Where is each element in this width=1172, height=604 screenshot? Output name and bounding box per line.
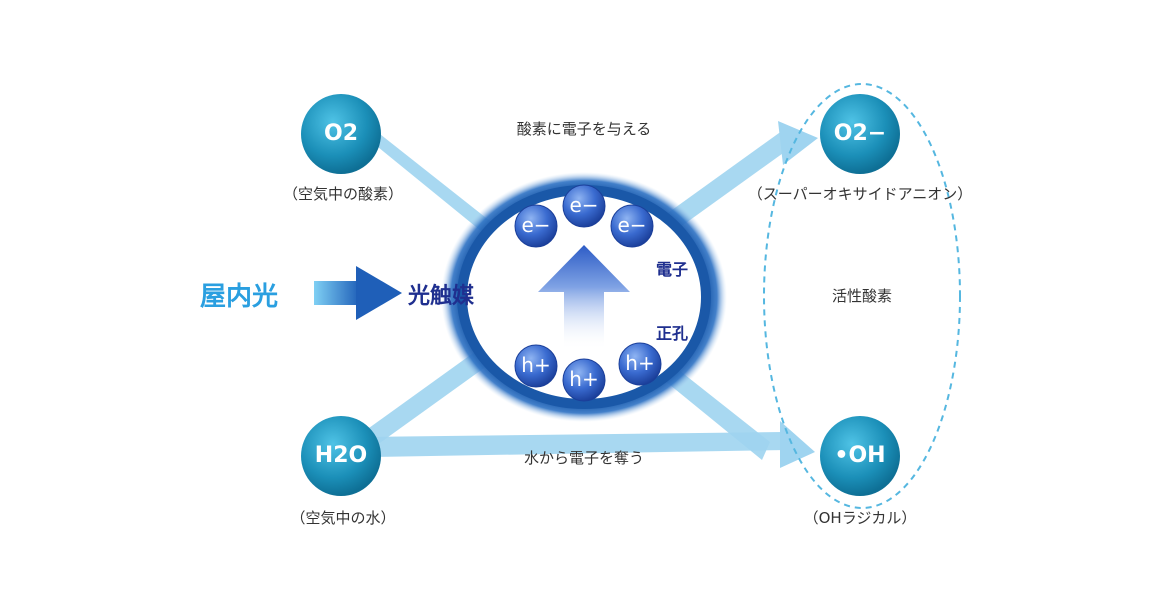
- hole-particle: [562, 358, 606, 402]
- hole-symbol: h+: [625, 351, 655, 375]
- superoxide-caption: （スーパーオキサイドアニオン）: [747, 185, 973, 203]
- arrow-h2o-to-hydroxyl: [365, 432, 788, 457]
- hydroxyl-molecule: [820, 416, 900, 496]
- hydroxyl-caption: （OHラジカル）: [803, 509, 917, 527]
- hole-label: 正孔: [656, 324, 689, 343]
- electron-label: 電子: [656, 260, 689, 279]
- active-oxygen-group: [763, 83, 961, 509]
- hole-particle: [514, 344, 558, 388]
- superoxide-molecule: [820, 94, 900, 174]
- h2o-caption: （空気中の水）: [290, 509, 396, 527]
- o2-molecule: [301, 94, 381, 174]
- h2o-molecule: [301, 416, 381, 496]
- bottom-arrow-label: 水から電子を奪う: [523, 449, 645, 467]
- top-arrow-label: 酸素に電子を与える: [516, 120, 652, 138]
- o2-formula: O2: [323, 121, 359, 146]
- electron-particle: [562, 184, 606, 228]
- arrow-superoxide-head: [778, 121, 818, 165]
- electron-particle: [514, 204, 558, 248]
- hole-particle: [618, 342, 662, 386]
- arrow-h2o-head: [780, 421, 815, 468]
- hole-symbol: h+: [569, 367, 599, 391]
- active-oxygen-label: 活性酸素: [831, 287, 893, 305]
- excitation-arrow-icon: [538, 245, 630, 350]
- catalyst-label: 光触媒: [408, 284, 475, 309]
- electron-symbol: e−: [569, 193, 599, 217]
- hydroxyl-formula: •OH: [834, 443, 886, 468]
- light-source-label: 屋内光: [200, 282, 279, 312]
- superoxide-formula: O2−: [833, 121, 887, 146]
- hole-symbol: h+: [521, 353, 551, 377]
- light-arrow-shaft: [314, 281, 360, 305]
- electron-symbol: e−: [617, 213, 647, 237]
- electron-symbol: e−: [521, 213, 551, 237]
- light-arrow-head-icon: [356, 266, 402, 320]
- h2o-formula: H2O: [314, 443, 368, 468]
- o2-caption: （空気中の酸素）: [282, 185, 404, 203]
- electron-particle: [610, 204, 654, 248]
